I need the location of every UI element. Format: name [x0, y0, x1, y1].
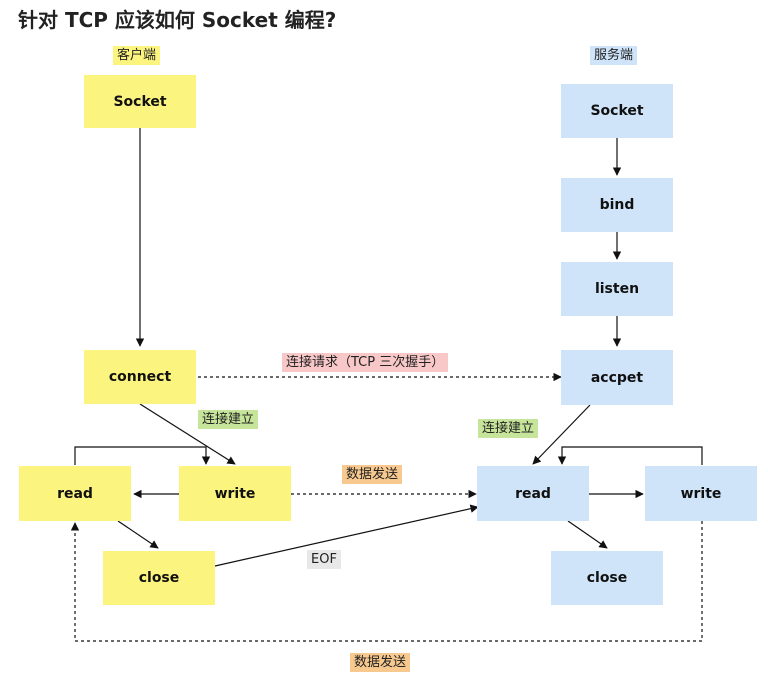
page-title: 针对 TCP 应该如何 Socket 编程?: [18, 8, 337, 32]
server-established-label: 连接建立: [478, 419, 539, 438]
connection-request-label: 连接请求（TCP 三次握手）: [282, 353, 449, 372]
client-connect-box: connect: [84, 350, 196, 404]
data-send-bottom-label: 数据发送: [350, 653, 411, 672]
arrow-server-read-close: [567, 520, 608, 549]
server-accept-box: accpet: [561, 350, 673, 405]
eof-label: EOF: [307, 550, 341, 569]
client-read-box: read: [19, 466, 131, 521]
arrow-connect-write: [139, 403, 236, 465]
server-read-box: read: [477, 466, 589, 521]
arrow-eof: [214, 504, 479, 567]
client-socket-box: Socket: [84, 75, 196, 128]
client-established-label: 连接建立: [198, 410, 259, 429]
server-listen-box: listen: [561, 262, 673, 316]
server-close-box: close: [551, 551, 663, 605]
arrow-server-loop: [557, 446, 703, 465]
client-header-label: 客户端: [113, 46, 161, 65]
arrow-read-close: [117, 520, 159, 549]
arrow-client-loop: [74, 446, 211, 465]
server-bind-box: bind: [561, 178, 673, 232]
data-send-top-label: 数据发送: [342, 465, 403, 484]
server-socket-box: Socket: [561, 84, 673, 138]
arrow-data-send-bottom: [70, 521, 703, 642]
server-header-label: 服务端: [590, 46, 638, 65]
server-write-box: write: [645, 466, 757, 521]
client-write-box: write: [179, 466, 291, 521]
client-close-box: close: [103, 551, 215, 605]
arrow-accept-read: [532, 404, 591, 465]
